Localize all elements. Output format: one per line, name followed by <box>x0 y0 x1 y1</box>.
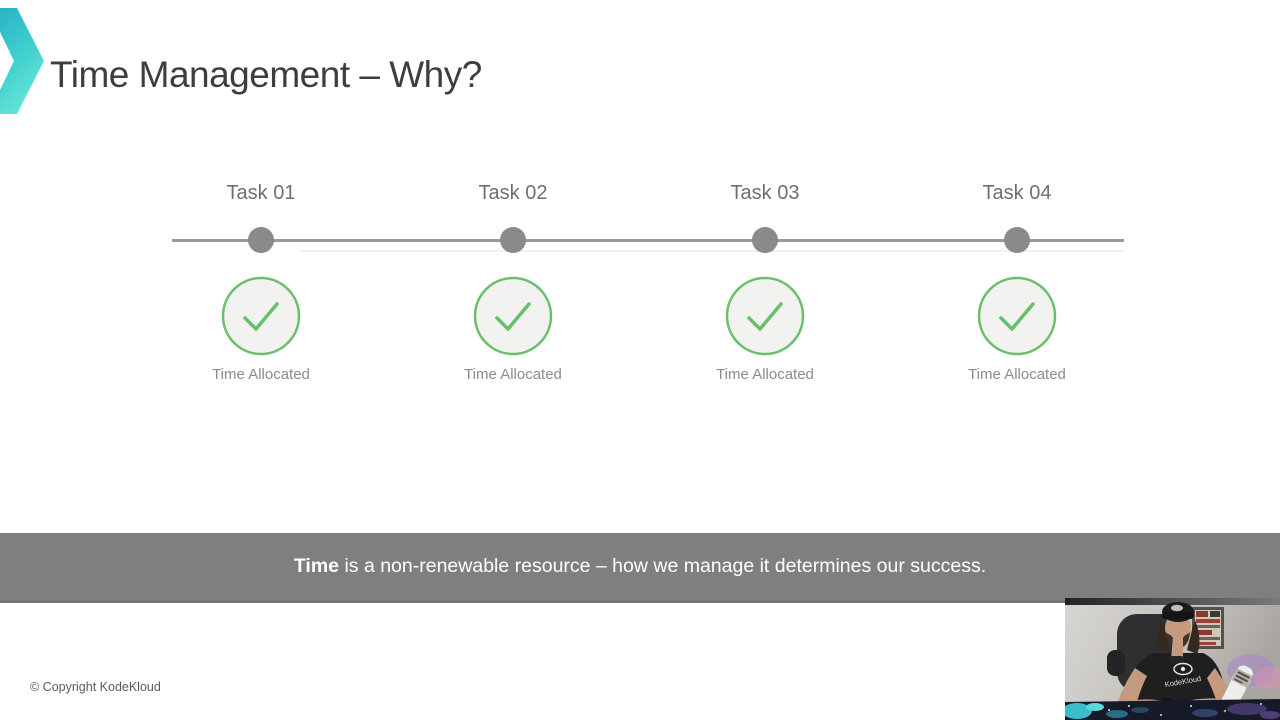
task-status: Time Allocated <box>212 366 310 383</box>
check-icon <box>725 276 805 356</box>
check-icon <box>473 276 553 356</box>
kodekloud-chevron-icon <box>0 8 44 114</box>
timeline-line-shadow <box>300 250 1124 252</box>
task-status: Time Allocated <box>464 366 562 383</box>
task-timeline: Task 01 Time Allocated Task 02 Time Allo… <box>171 180 1124 390</box>
task-label: Task 02 <box>478 182 548 204</box>
task-status: Time Allocated <box>716 366 814 383</box>
task-label: Task 03 <box>730 182 800 204</box>
desk-mat <box>1065 699 1280 720</box>
check-icon <box>221 276 301 356</box>
timeline-station-2: Task 02 Time Allocated <box>423 180 603 390</box>
timeline-dot <box>500 227 526 253</box>
banner-text: Time is a non-renewable resource – how w… <box>294 555 986 578</box>
timeline-station-4: Task 04 Time Allocated <box>927 180 1107 390</box>
check-icon <box>977 276 1057 356</box>
page-title: Time Management – Why? <box>50 54 482 95</box>
task-label: Task 01 <box>226 182 296 204</box>
key-message-banner: Time is a non-renewable resource – how w… <box>0 533 1280 603</box>
timeline-line <box>172 239 1124 242</box>
banner-rest: is a non-renewable resource – how we man… <box>339 555 987 577</box>
webcam-overlay: KodeKloud <box>1065 598 1280 720</box>
copyright-notice: © Copyright KodeKloud <box>30 680 161 694</box>
timeline-dot <box>1004 227 1030 253</box>
task-status: Time Allocated <box>968 366 1066 383</box>
timeline-dot <box>752 227 778 253</box>
banner-highlight: Time <box>293 555 340 577</box>
timeline-station-3: Task 03 Time Allocated <box>675 180 855 390</box>
timeline-station-1: Task 01 Time Allocated <box>171 180 351 390</box>
timeline-dot <box>248 227 274 253</box>
presenter-video: KodeKloud <box>1065 598 1280 720</box>
task-label: Task 04 <box>982 182 1052 204</box>
